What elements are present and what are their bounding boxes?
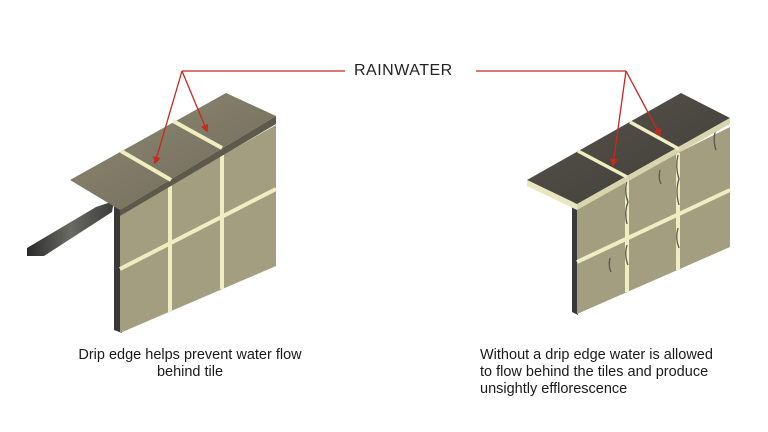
flat-cap-edge-front (577, 118, 730, 210)
left-wall-assembly (27, 93, 277, 333)
arrow-right-1 (609, 70, 627, 167)
drip-cap-top (70, 93, 276, 210)
flat-cap-edge (527, 180, 577, 210)
arrow-left-2 (181, 70, 209, 133)
callout-leaders (153, 70, 661, 167)
arrow-right-2 (625, 70, 661, 137)
arrow-left-1 (153, 70, 183, 165)
caption-without-drip-edge: Without a drip edge water is allowed to … (480, 347, 768, 398)
left-front-grout (119, 155, 277, 312)
drip-cap-lip (120, 116, 276, 216)
efflorescence-streaks (608, 131, 717, 273)
rainwater-label: RAINWATER (354, 62, 453, 79)
drip-edge-strip (27, 201, 114, 256)
right-wall-assembly (527, 93, 731, 315)
caption-line: unsightly efflorescence (480, 381, 628, 397)
wall-side-edge-right (572, 201, 578, 315)
caption-line: to flow behind the tiles and produce (480, 364, 709, 380)
caption-line: Without a drip edge water is allowed (480, 347, 713, 363)
wall-front-face-right (577, 127, 730, 314)
left-cap-grout (119, 119, 223, 182)
caption-line: behind tile (156, 364, 224, 380)
caption-line: Drip edge helps prevent water flow (78, 347, 302, 363)
flat-cap-top (527, 93, 730, 204)
caption-with-drip-edge: Drip edge helps prevent water flow behin… (40, 347, 340, 381)
